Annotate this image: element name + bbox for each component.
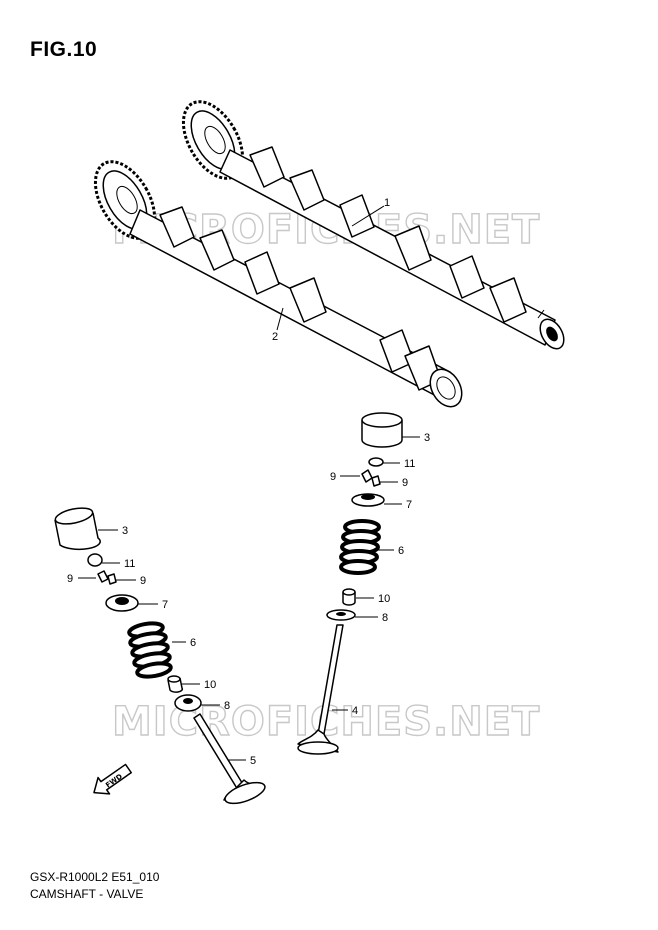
- cotter-left-b[interactable]: [107, 573, 117, 585]
- callout-2: 2: [272, 331, 278, 343]
- tappet-right[interactable]: [361, 412, 420, 448]
- camshaft-2[interactable]: [83, 152, 468, 413]
- intake-valve[interactable]: [193, 713, 267, 808]
- callout-r4: 4: [352, 705, 358, 717]
- callout-r10: 10: [378, 593, 390, 605]
- callout-l3: 3: [122, 525, 128, 537]
- callout-r9b: 9: [402, 477, 408, 489]
- callout-r8: 8: [382, 612, 388, 624]
- callout-l11: 11: [124, 558, 135, 570]
- shim-left[interactable]: [87, 553, 103, 567]
- callout-l6: 6: [190, 637, 196, 649]
- retainer-left[interactable]: [105, 594, 158, 612]
- right-valve-assembly: 3 11 9 9 7 6: [297, 412, 430, 755]
- section-title: CAMSHAFT - VALVE: [30, 887, 144, 901]
- figure-title: FIG.10: [30, 38, 98, 61]
- forward-arrow-icon: FWD: [93, 763, 133, 795]
- callout-l10: 10: [204, 679, 216, 691]
- cotter-left-a[interactable]: [97, 570, 109, 583]
- callout-1: 1: [384, 197, 390, 209]
- model-code: GSX-R1000L2 E51_010: [30, 870, 160, 884]
- callout-r11: 11: [404, 458, 415, 470]
- camshaft-1[interactable]: [171, 92, 568, 353]
- callout-r7: 7: [406, 499, 412, 511]
- spring-right[interactable]: [339, 519, 394, 575]
- callout-l9a: 9: [67, 573, 73, 585]
- tappet-left[interactable]: [54, 505, 118, 551]
- retainer-right[interactable]: [351, 493, 402, 507]
- callout-l7: 7: [162, 599, 168, 611]
- spring-seat-left[interactable]: [174, 694, 220, 712]
- callout-r6: 6: [398, 545, 404, 557]
- spring-seat-right[interactable]: [326, 609, 378, 621]
- cotter-right-b[interactable]: [371, 475, 381, 487]
- spring-left[interactable]: [127, 621, 186, 679]
- callout-l8: 8: [224, 700, 230, 712]
- stem-seal-left[interactable]: [167, 675, 200, 693]
- left-valve-assembly: 3 11 9 9 7 6 10: [54, 505, 267, 808]
- shim-right[interactable]: [368, 457, 384, 467]
- callout-r3: 3: [424, 432, 430, 444]
- leader-1: [351, 205, 385, 227]
- exhaust-valve[interactable]: [297, 624, 348, 755]
- callout-l5: 5: [250, 755, 256, 767]
- stem-seal-right[interactable]: [342, 588, 374, 606]
- callout-l9b: 9: [140, 575, 146, 587]
- cotter-right-a[interactable]: [361, 469, 373, 483]
- callout-r9a: 9: [330, 471, 336, 483]
